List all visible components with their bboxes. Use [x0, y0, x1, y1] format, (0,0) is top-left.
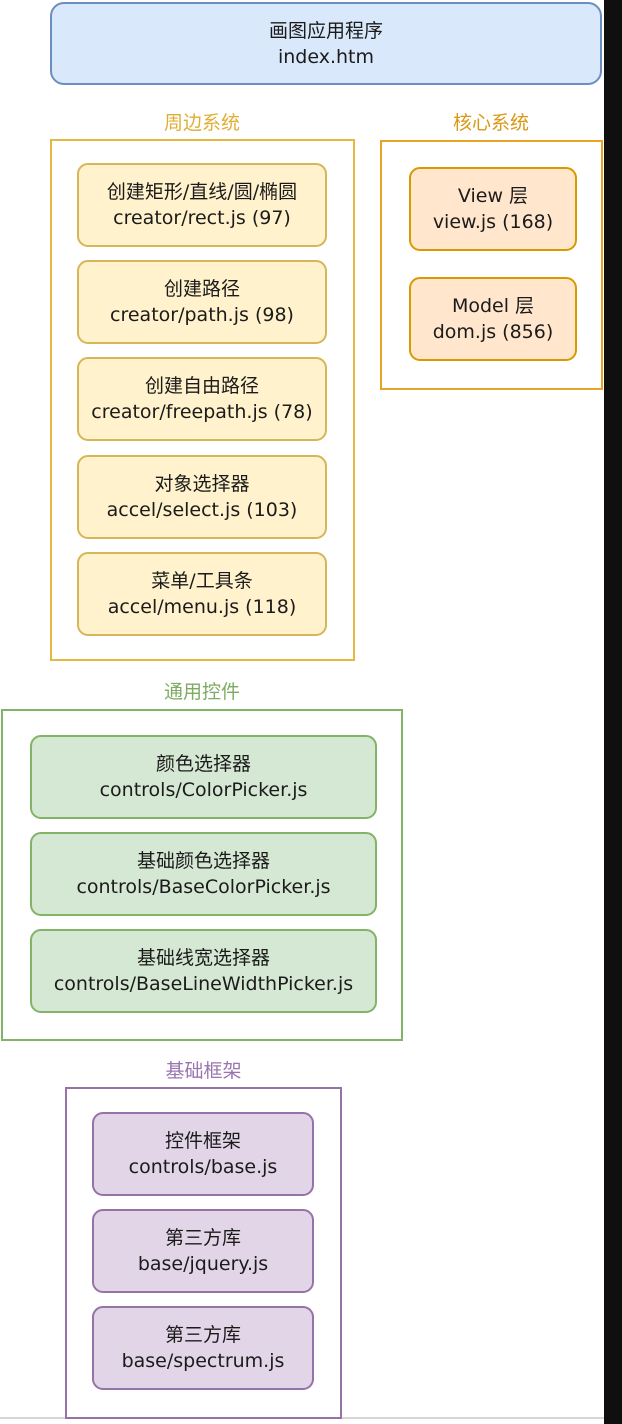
app-title: 画图应用程序 — [268, 19, 383, 42]
group-controls — [1, 709, 403, 1041]
group-core — [380, 140, 603, 390]
group-peripheral — [50, 139, 355, 661]
core-node-model: Model 层 dom.js (856) — [409, 277, 577, 361]
controls-node-basecolorpicker: 基础颜色选择器 controls/BaseColorPicker.js — [30, 832, 377, 916]
node-file: controls/BaseColorPicker.js — [76, 876, 331, 898]
node-title: 控件框架 — [164, 1130, 241, 1152]
node-title: 创建矩形/直线/圆/椭圆 — [106, 181, 298, 203]
node-title: 创建路径 — [163, 278, 240, 300]
node-file: creator/rect.js (97) — [113, 207, 291, 229]
group-label-peripheral: 周边系统 — [163, 112, 240, 134]
core-node-view: View 层 view.js (168) — [409, 167, 577, 251]
node-file: base/spectrum.js — [121, 1350, 285, 1372]
node-file: accel/menu.js (118) — [107, 596, 297, 618]
app-node: 画图应用程序 index.htm — [50, 2, 602, 85]
framework-node-base: 控件框架 controls/base.js — [92, 1112, 314, 1196]
framework-node-spectrum: 第三方库 base/spectrum.js — [92, 1306, 314, 1390]
node-file: controls/base.js — [128, 1156, 278, 1178]
group-label-controls: 通用控件 — [163, 681, 240, 703]
node-file: controls/BaseLineWidthPicker.js — [53, 973, 354, 995]
peripheral-node-menu: 菜单/工具条 accel/menu.js (118) — [77, 552, 327, 636]
node-title: View 层 — [457, 185, 529, 207]
node-title: 对象选择器 — [154, 473, 250, 495]
peripheral-node-select: 对象选择器 accel/select.js (103) — [77, 455, 327, 539]
peripheral-node-freepath: 创建自由路径 creator/freepath.js (78) — [77, 357, 327, 441]
node-title: 第三方库 — [164, 1227, 241, 1249]
controls-node-colorpicker: 颜色选择器 controls/ColorPicker.js — [30, 735, 377, 819]
node-file: dom.js (856) — [432, 321, 554, 343]
window-edge-bar — [604, 0, 622, 1424]
group-label-framework: 基础框架 — [165, 1060, 242, 1082]
node-file: controls/ColorPicker.js — [99, 779, 308, 801]
app-file: index.htm — [277, 45, 375, 68]
node-file: base/jquery.js — [137, 1253, 269, 1275]
node-title: 第三方库 — [164, 1324, 241, 1346]
node-title: 颜色选择器 — [155, 753, 251, 775]
group-label-core: 核心系统 — [452, 112, 529, 134]
node-file: creator/path.js (98) — [110, 304, 294, 326]
node-title: 基础颜色选择器 — [136, 850, 270, 872]
group-framework — [65, 1087, 342, 1419]
node-file: accel/select.js (103) — [106, 499, 298, 521]
node-title: 菜单/工具条 — [151, 570, 253, 592]
node-title: 创建自由路径 — [144, 375, 259, 397]
node-title: 基础线宽选择器 — [136, 947, 270, 969]
framework-node-jquery: 第三方库 base/jquery.js — [92, 1209, 314, 1293]
node-title: Model 层 — [451, 295, 535, 317]
node-file: view.js (168) — [432, 211, 554, 233]
peripheral-node-rect: 创建矩形/直线/圆/椭圆 creator/rect.js (97) — [77, 163, 327, 247]
peripheral-node-path: 创建路径 creator/path.js (98) — [77, 260, 327, 344]
node-file: creator/freepath.js (78) — [91, 401, 313, 423]
controls-node-baselinewidthpicker: 基础线宽选择器 controls/BaseLineWidthPicker.js — [30, 929, 377, 1013]
